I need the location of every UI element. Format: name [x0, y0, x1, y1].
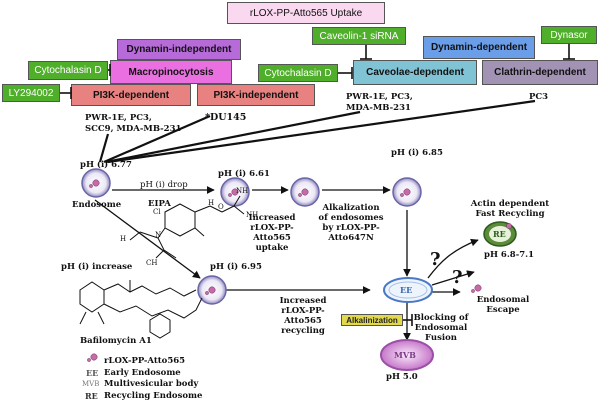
chem-nh2-lower: NH — [246, 211, 259, 219]
legend-item-rlox: rLOX-PP-Atto565 — [104, 356, 186, 366]
ly294002-box: LY294002 — [2, 84, 60, 102]
chem-o: O — [218, 203, 224, 211]
increased-recycling-3: Atto565 — [284, 316, 322, 326]
ph-range-label: pH 6.8-7.1 — [484, 250, 535, 260]
vesicle-ph685 — [392, 177, 422, 207]
legend-symbol-mvb: MVB — [82, 380, 100, 388]
pc3-label: PC3 — [529, 92, 549, 102]
bafilomycin-structure — [79, 280, 203, 339]
chem-nh2-upper: NH — [236, 187, 249, 195]
increased-recycling-4: recycling — [281, 326, 325, 336]
increased-uptake-3: Atto565 — [253, 233, 291, 243]
dynasor-box: Dynasor — [541, 26, 597, 44]
alkalization-text-2: of endosomes — [318, 213, 384, 223]
increased-uptake-2: rLOX-PP- — [250, 223, 294, 233]
vesicle-ph695 — [197, 275, 227, 305]
caveolae-dependent-box: Caveolae-dependent — [353, 60, 477, 85]
chem-h3c: H — [120, 235, 127, 243]
increased-recycling-1: Increased — [279, 296, 327, 306]
ph-695-label: pH (i) 6.95 — [210, 262, 262, 272]
alkalization-text-3: by rLOX-PP- — [322, 223, 380, 233]
legend-item-mvb: Multivesicular body — [104, 379, 199, 389]
alkalinization-box: Alkalinization — [341, 314, 403, 326]
vesicle-endosome — [81, 168, 111, 198]
legend-item-ee: Early Endosome — [104, 368, 181, 378]
increased-uptake-4: uptake — [255, 243, 289, 253]
dynamin-independent-box: Dynamin-independent — [117, 39, 241, 60]
caveolae-cell-lines-2: MDA-MB-231 — [346, 103, 411, 113]
cytochalasin-d-left-box: Cytochalasin D — [28, 61, 108, 80]
mvb-label: MVB — [394, 350, 416, 360]
chem-ch3: CH — [146, 259, 158, 267]
increased-recycling-2: rLOX-PP- — [281, 306, 325, 316]
endosome-label: Endosome — [72, 200, 122, 210]
clathrin-dependent-box: Clathrin-dependent — [482, 60, 598, 85]
question-mark-1: ? — [430, 249, 441, 270]
bafilomycin-label: Bafilomycin A1 — [80, 336, 152, 346]
ph-661-label: pH (i) 6.61 — [218, 169, 270, 179]
uptake-title-box: rLOX-PP-Atto565 Uptake — [227, 2, 385, 24]
vesicle-uptake — [290, 177, 320, 207]
chem-h: H — [208, 199, 215, 207]
escape-label-2: Escape — [486, 305, 520, 315]
legend-symbol-ee: EE — [86, 368, 99, 378]
pi3k-cell-lines-2: SCC9, MDA-MB-231 — [85, 124, 182, 134]
blocking-label-3: Fusion — [425, 333, 457, 343]
alkalization-text-1: Alkalization — [322, 203, 380, 213]
pi3k-dependent-box: PI3K-dependent — [71, 84, 191, 106]
ph-685-label: pH (i) 6.85 — [391, 148, 443, 158]
chem-cl: Cl — [153, 208, 161, 216]
ph-677-label: pH (i) 6.77 — [80, 160, 132, 170]
ph-drop-label: pH (i) drop — [140, 180, 188, 190]
macropinocytosis-box: Macropinocytosis — [110, 60, 232, 84]
legend-item-re: Recycling Endosome — [104, 391, 203, 401]
blocking-label-2: Endosomal — [414, 323, 468, 333]
actin-label-2: Fast Recycling — [475, 209, 545, 219]
du145-label: *DU145 — [205, 112, 247, 123]
dynamin-dependent-box: Dynamin-dependent — [423, 36, 535, 59]
blocking-label-1: Blocking of — [413, 313, 469, 323]
ph-50-label: pH 5.0 — [386, 372, 418, 382]
ph-increase-label: pH (i) increase — [61, 262, 133, 272]
caveolin-sirna-box: Caveolin-1 siRNA — [312, 27, 406, 45]
pi3k-independent-box: PI3K-independent — [197, 84, 315, 106]
re-label: RE — [493, 229, 506, 239]
legend-symbol-re: RE — [85, 391, 98, 401]
question-mark-2: ? — [452, 267, 463, 288]
cytochalasin-d-right-box: Cytochalasin D — [258, 64, 338, 82]
ee-label: EE — [400, 285, 413, 295]
caveolae-cell-lines-1: PWR-1E, PC3, — [346, 92, 413, 102]
chem-n: N — [155, 231, 162, 239]
alkalization-text-4: Atto647N — [328, 233, 374, 243]
increased-uptake-1: Increased — [248, 213, 296, 223]
escape-label-1: Endosomal — [476, 295, 530, 305]
actin-label-1: Actin dependent — [470, 199, 550, 209]
pi3k-cell-lines-1: PWR-1E, PC3, — [85, 113, 152, 123]
